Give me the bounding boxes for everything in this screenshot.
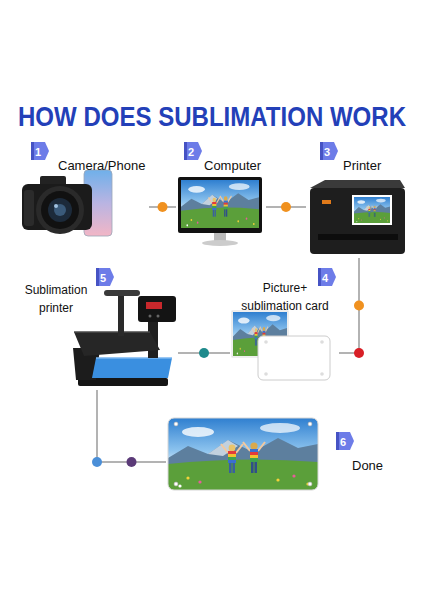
process-step: 5Sublimation printer	[22, 266, 178, 390]
step-label-text: Done	[352, 458, 383, 473]
step-label-text: Picture+ sublimation card	[241, 281, 328, 313]
step-label: Picture+ sublimation card	[236, 278, 334, 314]
process-step: 4Picture+ sublimation card	[230, 266, 339, 382]
heat-press-illustration	[73, 290, 176, 386]
connector-dot	[354, 348, 364, 358]
step-number-badge: 5	[96, 268, 114, 286]
step-label-text: Computer	[204, 158, 261, 173]
camera-phone-illustration	[22, 170, 112, 236]
step-label-text: Camera/Phone	[58, 158, 145, 173]
step-number-badge: 1	[31, 142, 49, 160]
printer-illustration	[310, 180, 405, 254]
step-number-badge: 3	[320, 142, 338, 160]
callout-number: 4	[318, 269, 334, 287]
computer-illustration	[178, 177, 262, 246]
connector-dot	[199, 348, 209, 358]
step-number-badge: 4	[318, 268, 336, 286]
process-step: 2Computer	[176, 140, 266, 246]
connector-dot	[127, 457, 137, 467]
step-label: Camera/Phone	[58, 156, 145, 174]
process-step: 3Printer	[306, 140, 410, 258]
connector-dot	[158, 202, 168, 212]
callout-number: 3	[320, 143, 336, 161]
callout-number: 1	[31, 143, 47, 161]
step-label: Done	[352, 456, 383, 474]
diagram-title: HOW DOES SUBLIMATION WORK	[18, 102, 406, 132]
connector-dot	[92, 457, 102, 467]
step-label-text: Sublimation printer	[25, 283, 88, 315]
process-step: 1Camera/Phone	[18, 140, 149, 238]
step-label: Computer	[204, 156, 261, 174]
callout-number: 5	[96, 269, 112, 287]
step-number-badge: 2	[184, 142, 202, 160]
callout-number: 6	[336, 433, 352, 451]
process-step: 6Done	[166, 416, 387, 492]
callout-number: 2	[184, 143, 200, 161]
flow-connector	[97, 390, 166, 462]
step-label: Printer	[343, 156, 381, 174]
connector-dot	[281, 202, 291, 212]
picture-and-card-illustration	[232, 311, 330, 380]
connector-dot	[354, 301, 364, 311]
finished-plate-illustration	[168, 418, 318, 490]
step-label: Sublimation printer	[22, 280, 90, 316]
step-label-text: Printer	[343, 158, 381, 173]
step-number-badge: 6	[336, 432, 354, 450]
